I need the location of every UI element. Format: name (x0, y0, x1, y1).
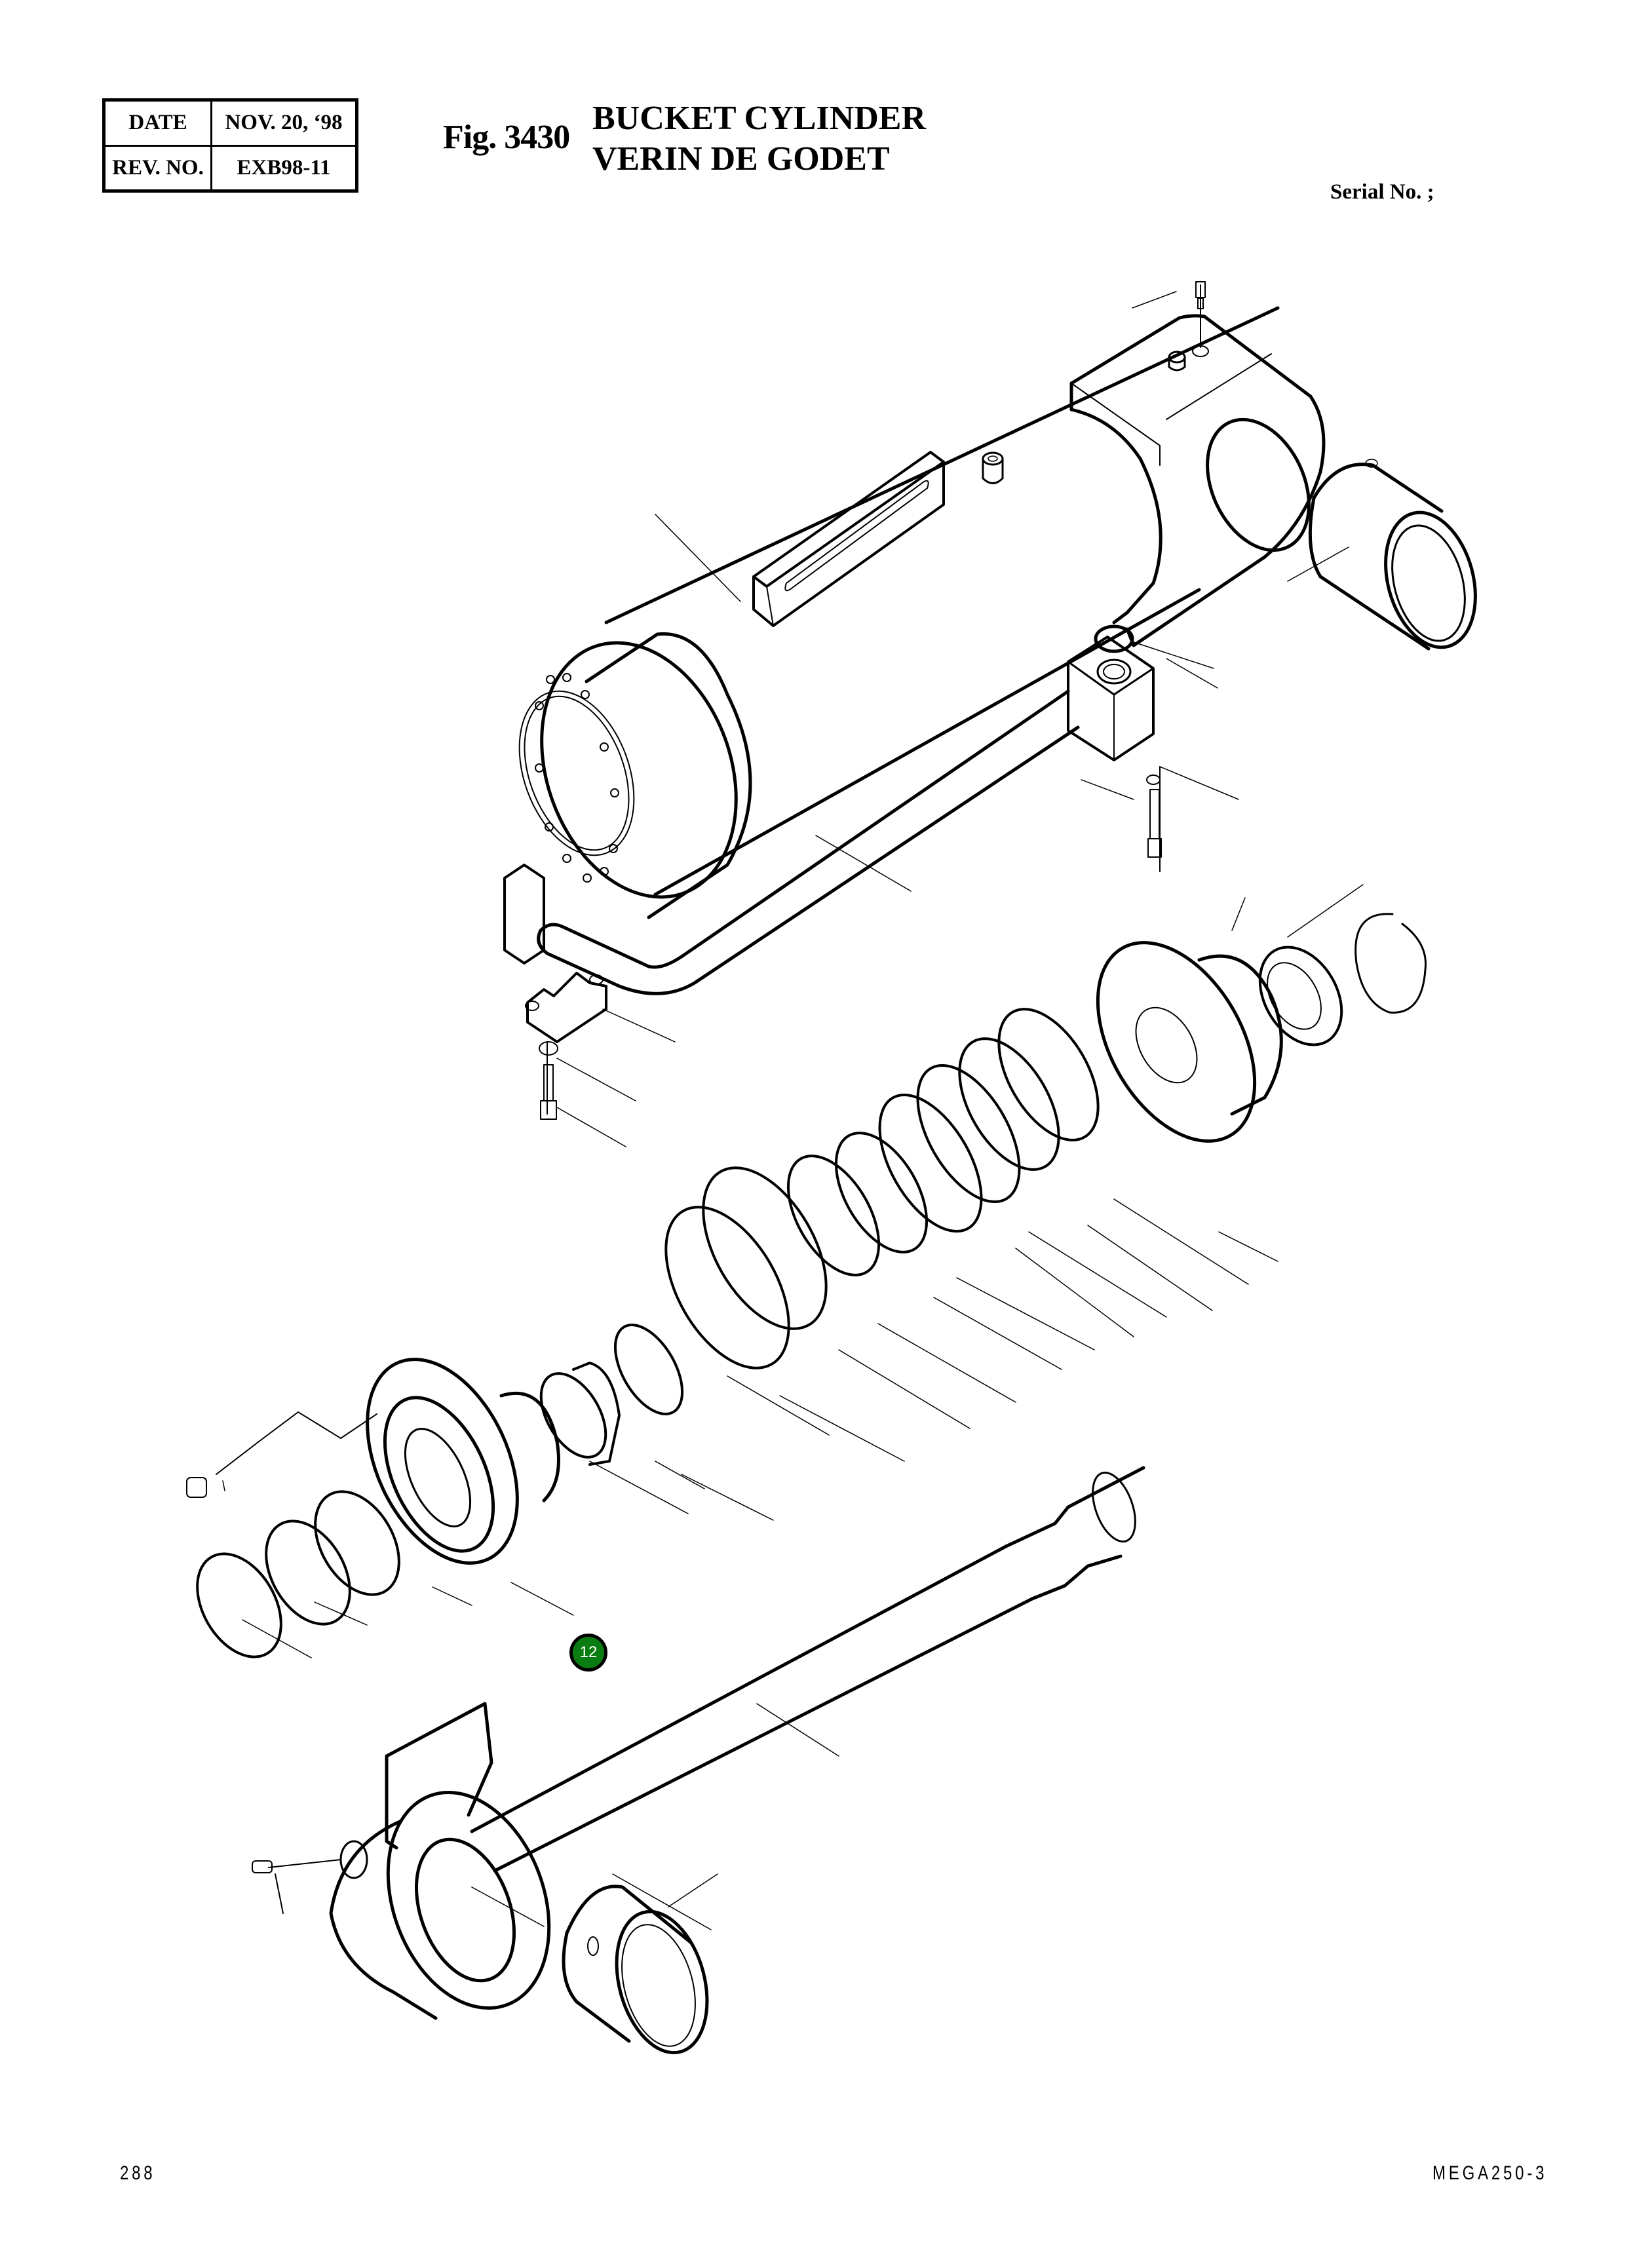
port-block (1067, 636, 1155, 761)
hydraulic-pipe (503, 689, 1080, 995)
piston (1096, 941, 1283, 1143)
leader-lines (222, 291, 1364, 1930)
clamp-washer-bolt (539, 1041, 558, 1120)
port-oring (1094, 624, 1134, 653)
title-french: VERIN DE GODET (592, 140, 890, 178)
cylinder-tube (540, 306, 1280, 919)
rod-seals (196, 1490, 400, 1658)
slotted-bracket (752, 451, 945, 627)
cylinder-head-flange (366, 1358, 560, 1565)
rod-eye-bushing (562, 1885, 709, 2055)
snap-ring (1354, 913, 1427, 1014)
callout-badge-12[interactable]: 12 (569, 1634, 607, 1672)
date-value: NOV. 20, ‘98 (210, 99, 358, 147)
date-label: DATE (103, 99, 212, 147)
page-number: 288 (120, 2162, 156, 2184)
piston-rod (470, 1466, 1145, 1873)
tube-boss (982, 451, 1004, 484)
serial-number-label: Serial No. ; (1330, 180, 1434, 204)
grease-fitting-top (1168, 281, 1209, 372)
figure-number: Fig. 3430 (443, 119, 570, 156)
rod-eye (329, 1702, 551, 2020)
title-english: BUCKET CYLINDER (592, 100, 927, 137)
piston-seal-rings (613, 1008, 1100, 1415)
model-number: MEGA250-3 (1432, 2162, 1548, 2184)
page-title: BUCKET CYLINDER VERIN DE GODET (592, 98, 926, 180)
head-bushing (539, 1362, 621, 1466)
rev-no-value: EXB98-11 (210, 144, 358, 192)
head-bolt (186, 1411, 377, 1498)
port-block-bolt (1146, 766, 1162, 872)
cylinder-front-flange-bolt-holes (518, 673, 635, 883)
revision-table: DATE NOV. 20, ‘98 REV. NO. EXB98-11 (102, 98, 358, 193)
rear-pin-bushing (1308, 459, 1477, 651)
rev-no-label: REV. NO. (103, 144, 212, 192)
pipe-clamp (525, 972, 607, 1043)
grease-fitting-rod-eye (252, 1859, 341, 1914)
rear-clevis-eye (1069, 314, 1326, 647)
piston-nut (1258, 946, 1343, 1046)
